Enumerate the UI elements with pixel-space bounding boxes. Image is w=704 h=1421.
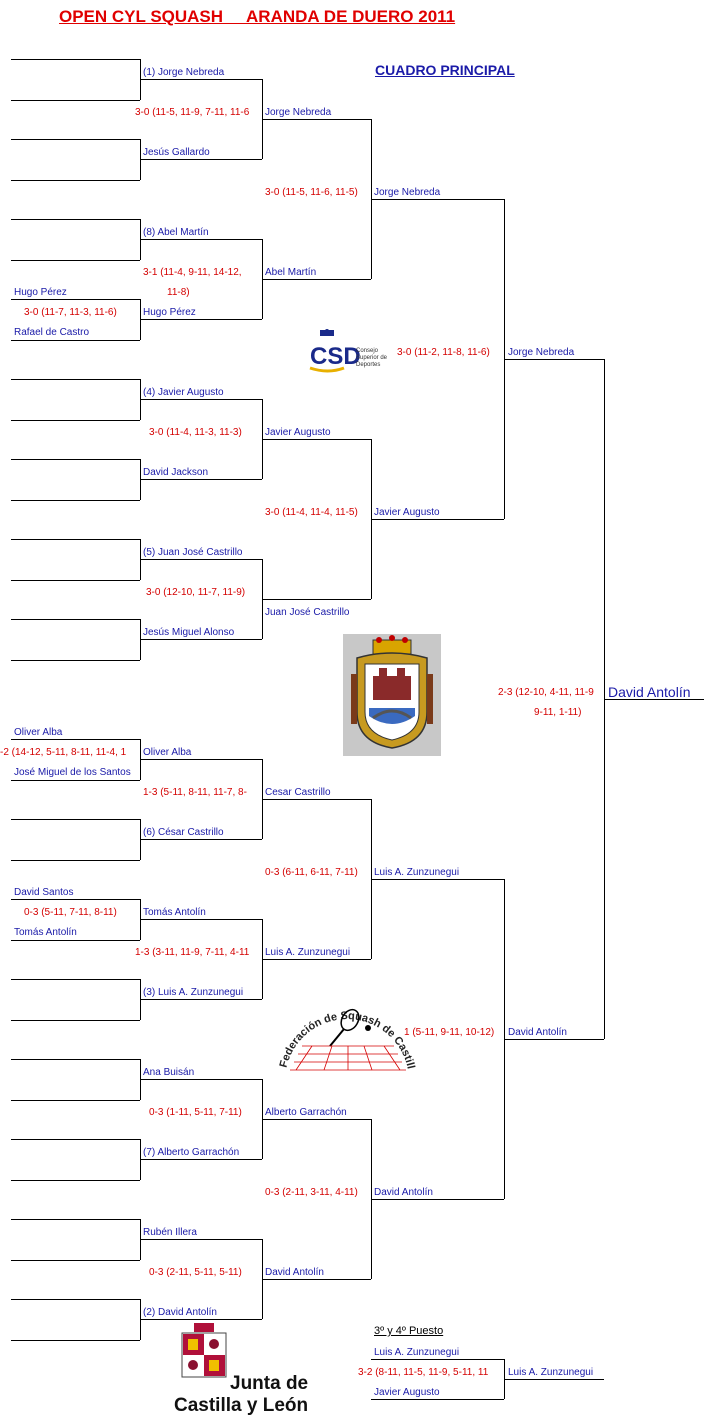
page-title: OPEN CYL SQUASH ARANDA DE DUERO 2011 xyxy=(59,7,456,26)
r16-player: (1) Jorge Nebreda xyxy=(143,67,225,78)
sf-score: 0-3 (2-11, 3-11, 4-11) xyxy=(265,1187,358,1198)
qf-score: 3-0 (11-5, 11-9, 7-11, 11-6 xyxy=(135,107,250,118)
r16-player: Hugo Pérez xyxy=(143,307,196,318)
r16-player: Jesús Gallardo xyxy=(143,147,210,158)
qf-winner: Juan José Castrillo xyxy=(265,607,350,618)
sf-winner: Javier Augusto xyxy=(374,507,440,518)
prelim-player: Tomás Antolín xyxy=(14,927,77,938)
r16-player: Tomás Antolín xyxy=(143,907,206,918)
prelim-player: Rafael de Castro xyxy=(14,327,90,338)
junta-castilla-leon-logo: Junta de Castilla y León xyxy=(172,1323,322,1415)
qf-winner: Jorge Nebreda xyxy=(265,107,332,118)
third-place-player: Luis A. Zunzunegui xyxy=(374,1347,460,1358)
prelim-score: -2 (14-12, 5-11, 8-11, 11-4, 1 xyxy=(0,747,127,758)
svg-text:Castilla y León: Castilla y León xyxy=(174,1395,308,1415)
crown-icon xyxy=(372,635,412,655)
qf-winner: Alberto Garrachón xyxy=(265,1107,347,1118)
qf-score: 1-3 (3-11, 11-9, 7-11, 4-11 xyxy=(135,947,250,958)
r16-player: Rubén Illera xyxy=(143,1227,197,1238)
third-place-player: Javier Augusto xyxy=(374,1387,440,1398)
squash-racket-icon xyxy=(329,1008,371,1047)
qf-score: 3-0 (11-4, 11-3, 11-3) xyxy=(149,427,242,438)
sf-score: 0-3 (6-11, 6-11, 7-11) xyxy=(265,867,358,878)
qf-winner: Cesar Castrillo xyxy=(265,787,331,798)
sf-score: 3-0 (11-5, 11-6, 11-5) xyxy=(265,187,358,198)
r16-player: (7) Alberto Garrachón xyxy=(143,1147,240,1158)
champion-name: David Antolín xyxy=(608,684,691,700)
qf-score-cont: 11-8) xyxy=(167,287,190,298)
final-winner: Jorge Nebreda xyxy=(508,347,575,358)
final-winner: David Antolín xyxy=(508,1027,567,1038)
r16-player: Ana Buisán xyxy=(143,1067,195,1078)
coat-of-arms-icon xyxy=(181,1323,227,1378)
prelim-player: Hugo Pérez xyxy=(14,287,67,298)
qf-score: 0-3 (1-11, 5-11, 7-11) xyxy=(149,1107,242,1118)
r16-player: (8) Abel Martín xyxy=(143,227,209,238)
qf-winner: David Antolín xyxy=(265,1267,324,1278)
csd-mark: CSD xyxy=(310,343,361,370)
sf-winner: Jorge Nebreda xyxy=(374,187,441,198)
sf-winner: David Antolín xyxy=(374,1187,433,1198)
qf-score: 3-1 (11-4, 9-11, 14-12, xyxy=(143,267,242,278)
bracket-subtitle: CUADRO PRINCIPAL xyxy=(375,62,515,78)
final-score: 1 (5-11, 9-11, 10-12) xyxy=(404,1027,495,1038)
sf-winner: Luis A. Zunzunegui xyxy=(374,867,460,878)
svg-text:Consejo: Consejo xyxy=(356,348,379,354)
aranda-coat-of-arms xyxy=(343,634,441,756)
qf-score: 0-3 (2-11, 5-11, 5-11) xyxy=(149,1267,242,1278)
svg-text:Federación de Squash de Castil: Federación de Squash de Castilla y León xyxy=(272,996,417,1070)
r16-player: Oliver Alba xyxy=(143,747,192,758)
qf-score: 1-3 (5-11, 8-11, 11-7, 8- xyxy=(143,787,247,798)
champion-score: 2-3 (12-10, 4-11, 11-9 xyxy=(498,687,594,698)
qf-winner: Abel Martín xyxy=(265,267,317,278)
prelim-player: José Miguel de los Santos xyxy=(14,767,131,778)
federacion-squash-logo: Federación de Squash de Castilla y León xyxy=(272,996,422,1082)
r16-player: David Jackson xyxy=(143,467,209,478)
r16-player: (4) Javier Augusto xyxy=(143,387,224,398)
champion-score-cont: 9-11, 1-11) xyxy=(534,707,582,718)
prelim-player: David Santos xyxy=(14,887,74,898)
qf-winner: Luis A. Zunzunegui xyxy=(265,947,351,958)
r16-player: (3) Luis A. Zunzunegui xyxy=(143,987,244,998)
third-place-score: 3-2 (8-11, 11-5, 11-9, 5-11, 11 xyxy=(358,1367,489,1378)
third-place-heading: 3º y 4º Puesto xyxy=(374,1325,444,1337)
sf-score: 3-0 (11-4, 11-4, 11-5) xyxy=(265,507,358,518)
prelim-score: 0-3 (5-11, 7-11, 8-11) xyxy=(24,907,117,918)
prelim-player: Oliver Alba xyxy=(14,727,63,738)
crown-icon xyxy=(320,329,334,336)
r16-player: (5) Juan José Castrillo xyxy=(143,547,243,558)
svg-text:Junta de: Junta de xyxy=(230,1373,308,1394)
svg-text:Superior de: Superior de xyxy=(356,355,388,361)
qf-score: 3-0 (12-10, 11-7, 11-9) xyxy=(146,587,246,598)
r16-player: (6) César Castrillo xyxy=(143,827,224,838)
r16-player: Jesús Miguel Alonso xyxy=(143,627,235,638)
svg-text:Deportes: Deportes xyxy=(356,362,380,368)
prelim-score: 3-0 (11-7, 11-3, 11-6) xyxy=(24,307,117,318)
final-score: 3-0 (11-2, 11-8, 11-6) xyxy=(397,347,490,358)
csd-logo: CSD Consejo Superior de Deportes xyxy=(308,328,396,376)
third-place-winner: Luis A. Zunzunegui xyxy=(508,1367,594,1378)
qf-winner: Javier Augusto xyxy=(265,427,331,438)
r16-player: (2) David Antolín xyxy=(143,1307,217,1318)
